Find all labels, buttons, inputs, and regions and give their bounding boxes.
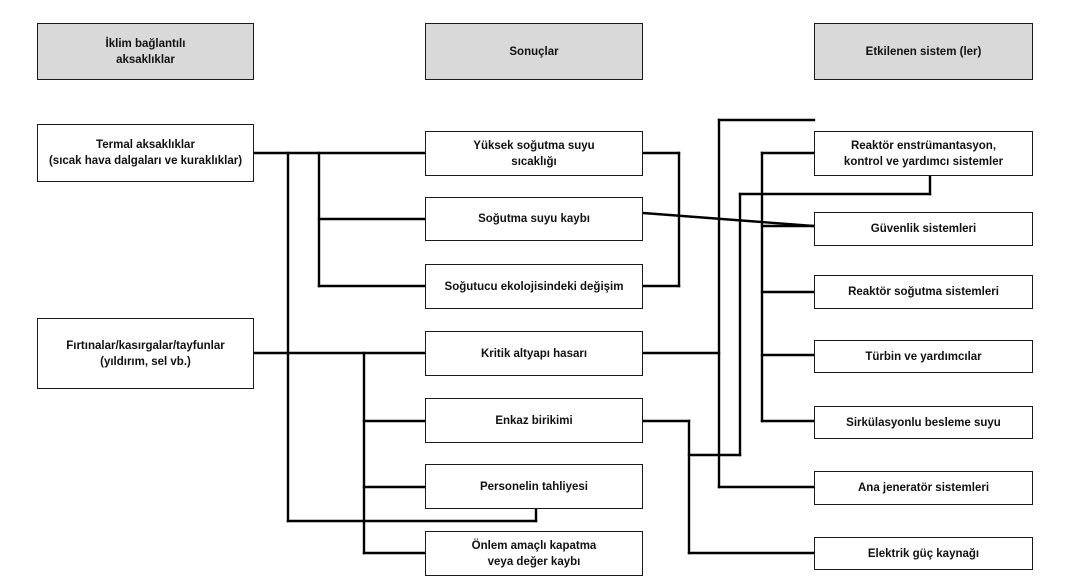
result-cooling-water-loss: Soğutma suyu kaybı <box>425 197 643 241</box>
result-high-cooling-temp: Yüksek soğutma suyu sıcaklığı <box>425 131 643 176</box>
result-shutdown: Önlem amaçlı kapatma veya değer kaybı <box>425 531 643 576</box>
result-debris: Enkaz birikimi <box>425 398 643 443</box>
header-causes: İklim bağlantılı aksaklıklar <box>37 23 254 80</box>
cause-storms: Fırtınalar/kasırgalar/tayfunlar (yıldırı… <box>37 318 254 389</box>
system-safety: Güvenlik sistemleri <box>814 212 1033 246</box>
system-power-supply: Elektrik güç kaynağı <box>814 537 1033 570</box>
header-systems: Etkilenen sistem (ler) <box>814 23 1033 80</box>
result-evacuation: Personelin tahliyesi <box>425 464 643 509</box>
system-instrumentation: Reaktör enstrümantasyon, kontrol ve yard… <box>814 131 1033 176</box>
system-feedwater: Sirkülasyonlu besleme suyu <box>814 406 1033 439</box>
system-generator: Ana jeneratör sistemleri <box>814 471 1033 505</box>
header-results: Sonuçlar <box>425 23 643 80</box>
system-reactor-cooling: Reaktör soğutma sistemleri <box>814 275 1033 309</box>
system-turbine: Türbin ve yardımcılar <box>814 340 1033 373</box>
cause-thermal: Termal aksaklıklar (sıcak hava dalgaları… <box>37 124 254 182</box>
result-infrastructure-damage: Kritik altyapı hasarı <box>425 331 643 376</box>
result-ecology-change: Soğutucu ekolojisindeki değişim <box>425 264 643 309</box>
